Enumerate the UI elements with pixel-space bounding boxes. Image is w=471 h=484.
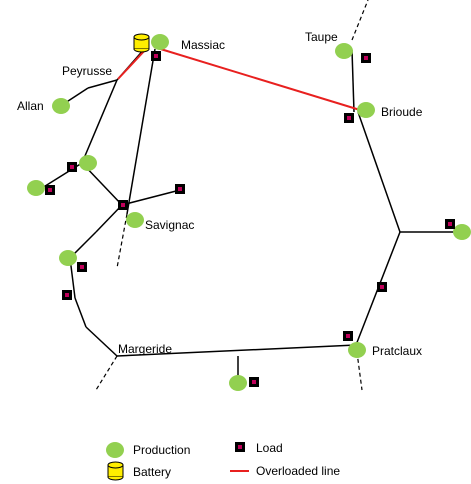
production-icon [357,102,375,118]
load-icon [175,184,185,194]
load-icon [77,262,87,272]
dashed-taupe-north [351,0,369,41]
line-brioude-junction [357,111,401,233]
line-savignac-east [121,189,181,206]
network-lines [41,46,460,382]
legend-overloaded: Overloaded line [230,464,340,478]
legend-battery-label: Battery [133,465,171,479]
load-icon [45,185,55,195]
load-icon [377,282,387,292]
legend-production: Production [106,442,190,458]
production-nodes [27,34,471,391]
load-nodes [45,51,455,387]
overloaded-line-massiac-peyrusse [117,47,148,80]
production-icon [348,342,366,358]
production-icon [79,155,97,171]
legend-load: Load [235,441,283,455]
battery-icon [133,33,150,53]
production-icon [106,442,124,458]
line-savignac-west [95,204,123,233]
dashed-savignac-south [116,213,128,269]
load-icon [343,331,353,341]
load-icon [235,442,245,452]
label-savignac: Savignac [145,218,194,232]
label-pratclaux: Pratclaux [372,344,422,358]
label-allan: Allan [17,99,44,113]
node-labels: Massiac Taupe Peyrusse Allan Brioude Sav… [17,30,423,358]
load-icon [118,200,128,210]
dashed-margeride-southwest [95,355,118,391]
line-to-margeride [85,326,118,357]
line-peyrusse-south [81,79,118,164]
load-icon [62,290,72,300]
production-icon [229,375,247,391]
production-icon [335,43,353,59]
load-icon [344,113,354,123]
production-icon [126,212,144,228]
label-taupe: Taupe [305,30,338,44]
load-icon [249,377,259,387]
line-taupe-brioude [351,49,355,113]
line-margeride-pratclaux [116,344,357,357]
label-massiac: Massiac [181,38,225,52]
legend-overloaded-label: Overloaded line [256,464,340,478]
battery-icon [107,461,124,481]
production-icon [453,224,471,240]
load-icon [151,51,161,61]
legend-load-label: Load [256,441,283,455]
load-icon [67,162,77,172]
production-icon [151,34,169,50]
label-brioude: Brioude [381,105,423,119]
load-icon [361,53,371,63]
legend-battery: Battery [107,461,171,481]
label-margeride: Margeride [118,342,172,356]
production-icon [59,250,77,266]
line-peyrusse-stub [87,79,118,89]
production-icon [27,180,45,196]
line-massiac-savignac [126,48,156,215]
legend-production-label: Production [133,443,190,457]
legend: Production Battery Load Overloaded line [106,441,340,481]
production-icon [52,98,70,114]
load-icon [445,219,455,229]
label-peyrusse: Peyrusse [62,64,112,78]
overloaded-line-massiac-brioude [153,46,361,111]
line-west-down-b [74,297,87,328]
